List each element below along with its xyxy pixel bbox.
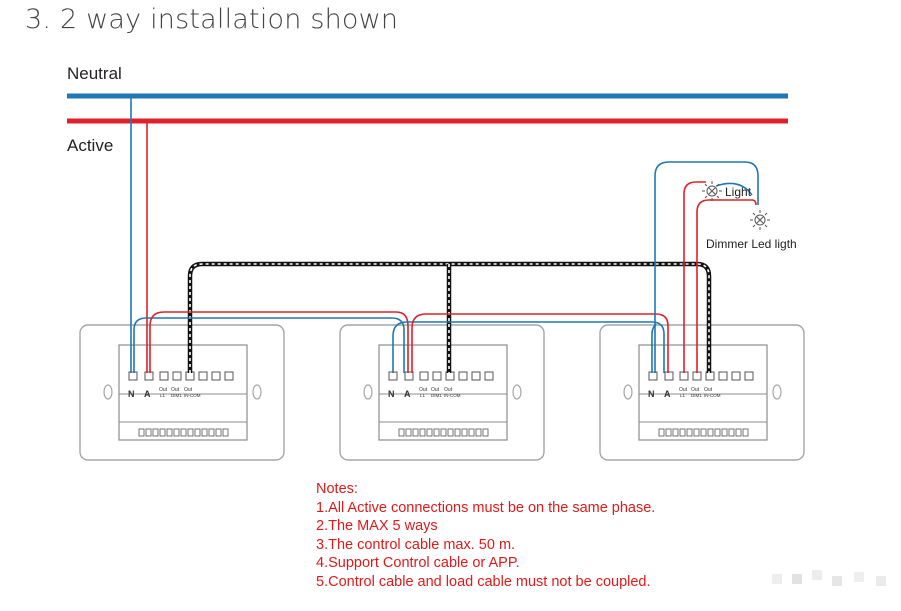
terminal-l1-label: L1 <box>160 393 166 398</box>
terminal-out-label: Out <box>171 387 180 393</box>
terminal-a-label: A <box>664 389 671 399</box>
notes-section: Notes: 1.All Active connections must be … <box>316 480 655 592</box>
terminal-n-label: N <box>128 389 135 399</box>
light-label: Light <box>725 185 752 199</box>
dimmer-light-label: Dimmer Led ligth <box>706 237 797 251</box>
terminal-dim1-label: DIM1 <box>691 393 702 398</box>
terminal-dim1-label: DIM1 <box>431 393 442 398</box>
terminal-incom-label: IN-COM <box>444 393 461 398</box>
switch-1-terminal-labels: N A Out Out Out L1 DIM1 IN-COM <box>128 387 201 399</box>
note-item-2: 2.The MAX 5 ways <box>316 518 438 535</box>
note-item-3: 3.The control cable max. 50 m. <box>316 536 516 553</box>
terminal-out-label: Out <box>419 387 428 393</box>
note-item-1: 1.All Active connections must be on the … <box>316 499 656 516</box>
terminal-n-label: N <box>648 389 655 399</box>
terminal-out-label: Out <box>704 387 713 393</box>
page-title: 3. 2 way installation shown <box>25 4 399 35</box>
terminal-n-label: N <box>388 389 395 399</box>
switch-panel-1 <box>79 324 285 461</box>
switch-2-terminal-labels: N A Out Out Out L1 DIM1 IN-COM <box>388 387 461 399</box>
terminal-out-label: Out <box>691 387 700 393</box>
terminal-out-label: Out <box>679 387 688 393</box>
note-item-4: 4.Support Control cable or APP. <box>316 555 520 572</box>
notes-heading: Notes: <box>316 481 358 497</box>
switch-panel-2 <box>339 324 545 461</box>
terminal-dim1-label: DIM1 <box>171 393 182 398</box>
terminal-l1-label: L1 <box>420 393 426 398</box>
terminal-a-label: A <box>144 389 151 399</box>
terminal-out-label: Out <box>444 387 453 393</box>
switch-panel-3 <box>599 324 805 461</box>
terminal-incom-label: IN-COM <box>184 393 201 398</box>
terminal-out-label: Out <box>159 387 168 393</box>
switch-3-terminal-labels: N A Out Out Out L1 DIM1 IN-COM <box>648 387 721 399</box>
neutral-label: Neutral <box>67 64 122 83</box>
terminal-out-label: Out <box>184 387 193 393</box>
note-item-5: 5.Control cable and load cable must not … <box>316 573 651 590</box>
light-bulb-icon <box>702 181 722 201</box>
terminal-l1-label: L1 <box>680 393 686 398</box>
terminal-incom-label: IN-COM <box>704 393 721 398</box>
switch-3-wiring <box>654 161 759 373</box>
active-label: Active <box>67 136 113 155</box>
control-cable <box>187 261 712 373</box>
switch-1-wiring <box>130 96 409 373</box>
terminal-out-label: Out <box>431 387 440 393</box>
terminal-a-label: A <box>404 389 411 399</box>
dimmer-bulb-icon <box>750 210 770 230</box>
